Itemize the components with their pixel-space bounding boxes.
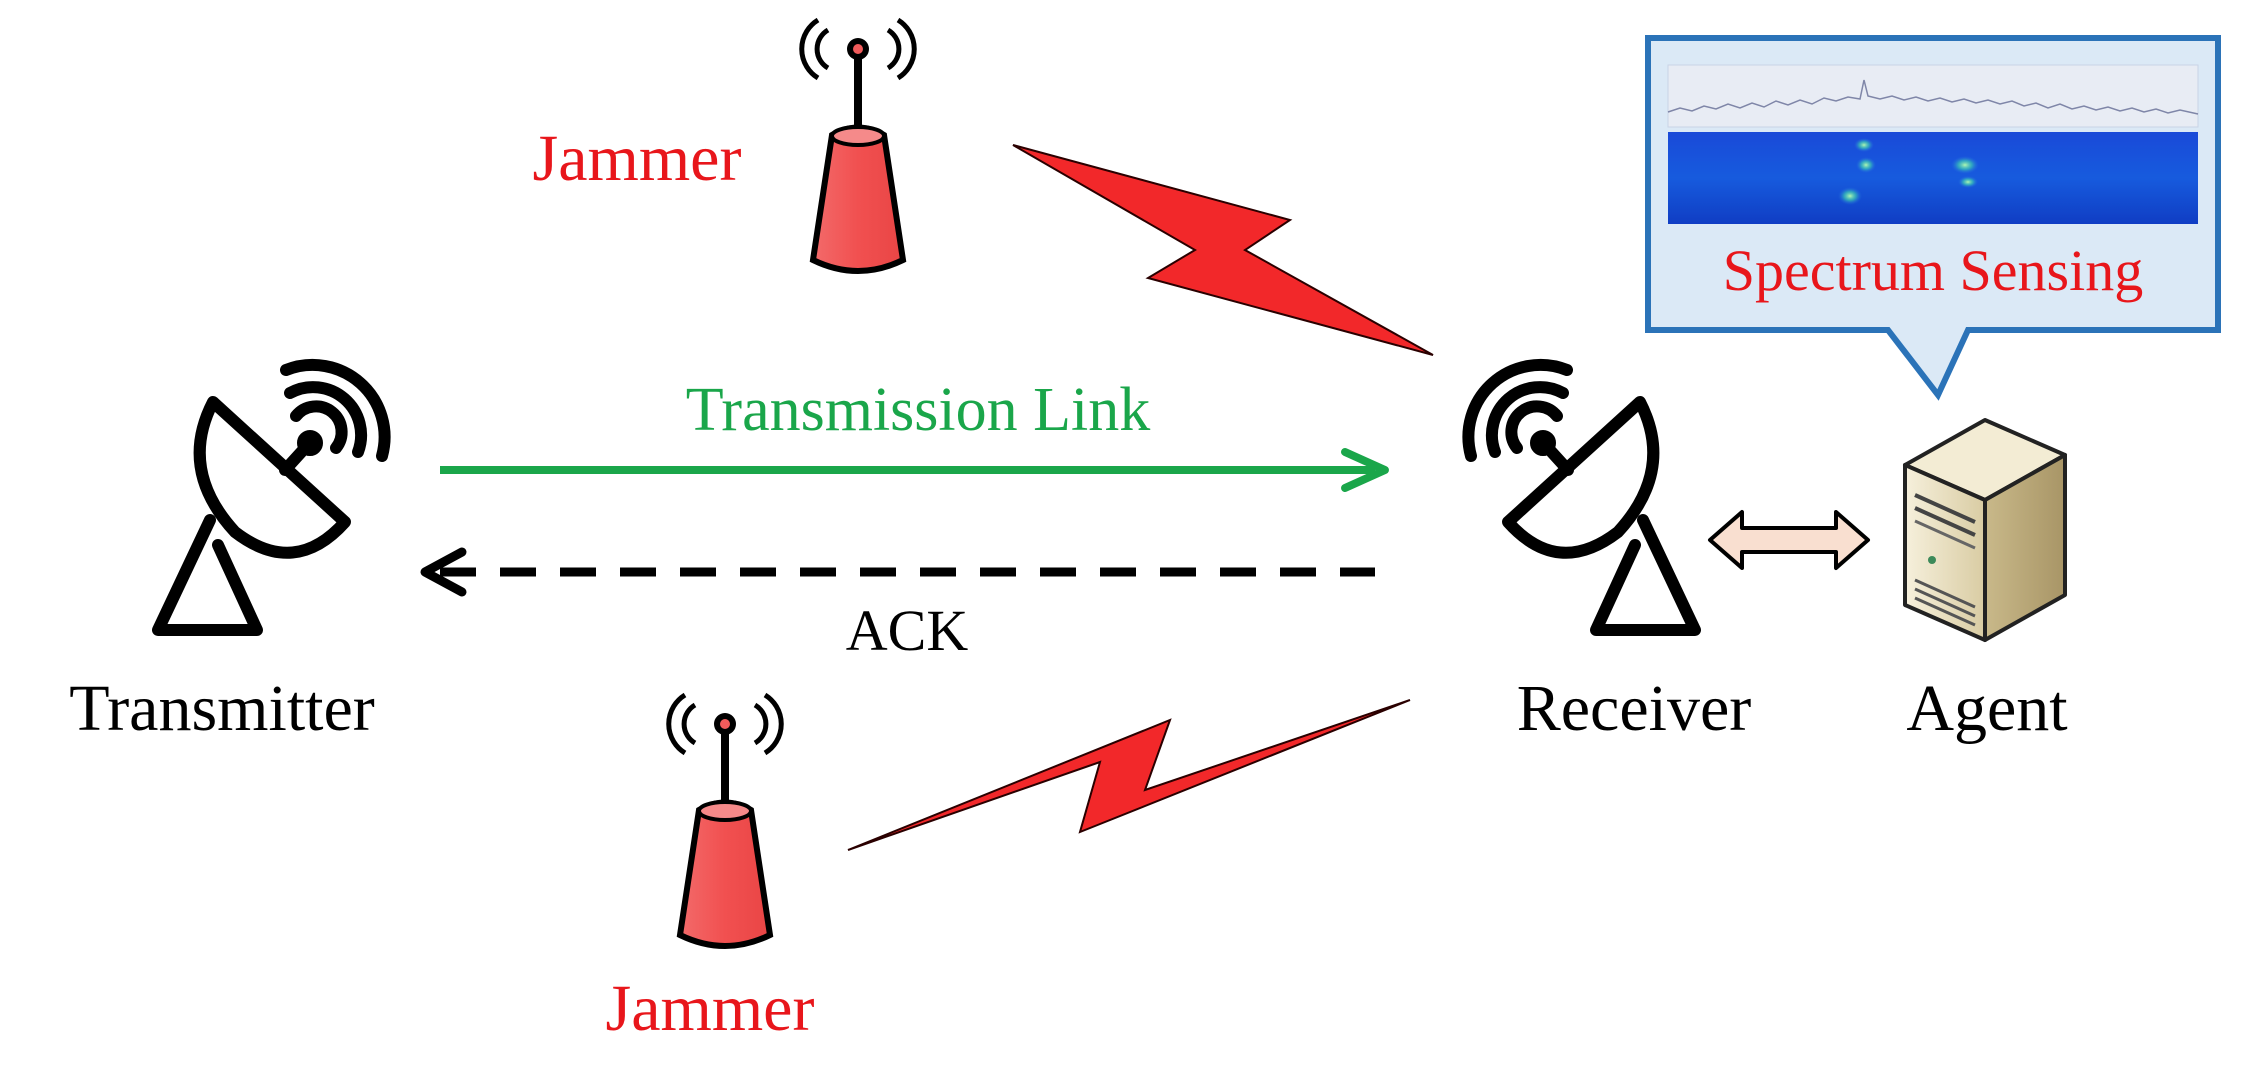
jamming-signal-bolt-bottom [847,699,1411,851]
satellite-dish-icon [1462,358,1701,636]
satellite-dish-icon [152,358,391,636]
transmitter-label: Transmitter [69,672,375,745]
agent-label: Agent [1906,672,2067,745]
spectrum-sensing-label: Spectrum Sensing [1723,238,2143,303]
spectrum-sensing-callout: Spectrum Sensing [1645,35,2221,401]
receiver-label: Receiver [1517,672,1752,745]
radio-tower-icon [799,17,917,274]
jammer-bottom-label: Jammer [606,972,815,1045]
agent: Agent [1903,418,2068,745]
transmission-link-label: Transmission Link [686,376,1151,444]
jammer-top-label: Jammer [533,122,742,195]
transmission-link-arrow [440,448,1389,492]
receiver-agent-double-arrow [1708,510,1870,570]
jammer-bottom: Jammer [606,692,815,1045]
ack-arrow [420,547,1375,597]
spectrum-waterfall [1668,132,2198,224]
radio-tower-icon [666,692,784,949]
jamming-signal-bolt-top [1012,144,1434,356]
spectrum-trace [1667,64,2199,128]
server-icon [1903,418,2067,642]
receiver: Receiver [1462,358,1752,745]
jammer-top: Jammer [533,17,917,274]
ack-label: ACK [846,598,969,663]
transmitter: Transmitter [69,358,391,745]
